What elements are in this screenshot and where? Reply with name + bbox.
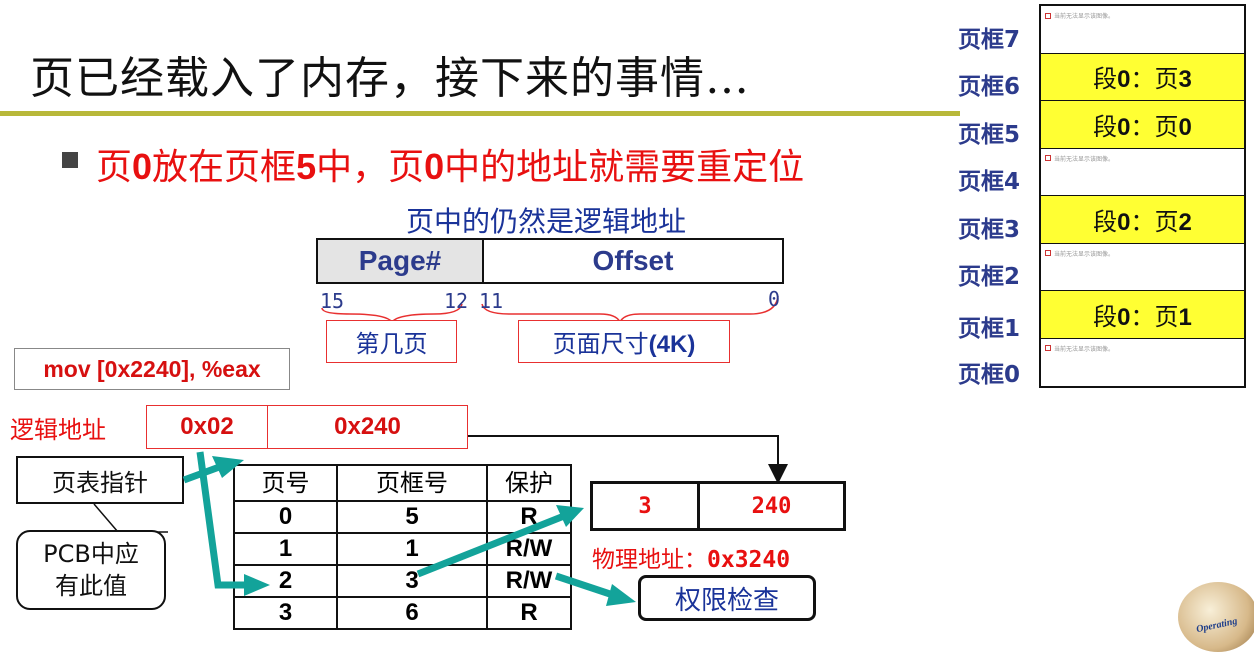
- pointer-to-table-arrowhead: [212, 456, 244, 478]
- frame-label-1: 页框1: [958, 316, 1021, 342]
- offset-to-physical-arrow: [468, 435, 788, 484]
- frame-label-7: 页框7: [958, 27, 1021, 53]
- bullet-square-icon: [62, 152, 78, 168]
- row3-frame: 6: [336, 596, 488, 630]
- page-to-row-arrow: [196, 451, 250, 589]
- physical-address-box: 3 240: [590, 481, 846, 531]
- frame-label-3: 页框3: [958, 217, 1021, 243]
- frame-2: 当前无法显示该图像。: [1041, 244, 1244, 291]
- broken-image-icon: 当前无法显示该图像。: [1045, 11, 1114, 20]
- header-frame-no: 页框号: [336, 464, 488, 502]
- frame-5-content: 段0：页0: [1093, 112, 1192, 141]
- protection-to-check-arrow: [554, 572, 618, 600]
- header-protection: 保护: [486, 464, 572, 502]
- frame-3: 段0：页2: [1041, 196, 1244, 244]
- broken-image-icon: 当前无法显示该图像。: [1045, 344, 1114, 353]
- offset-field: Offset: [592, 245, 674, 276]
- logical-address-label: 逻辑地址: [10, 416, 106, 444]
- frame-label-2: 页框2: [958, 264, 1021, 290]
- bullet-text: 页0放在页框5中，页0中的地址就需要重定位: [96, 146, 805, 188]
- frame-label-5: 页框5: [958, 122, 1021, 148]
- header-page-no: 页号: [233, 464, 338, 502]
- row1-frame: 1: [336, 532, 488, 566]
- frame-label-6: 页框6: [958, 74, 1021, 100]
- os-book-logo: Operating: [1178, 582, 1254, 652]
- broken-image-icon: 当前无法显示该图像。: [1045, 154, 1114, 163]
- memory-frames: 当前无法显示该图像。 段0：页3 段0：页0 当前无法显示该图像。 段0：页2 …: [1039, 4, 1246, 388]
- offset-bits-bracket: [481, 295, 779, 322]
- physical-offset-field: 240: [751, 493, 792, 519]
- frame-4: 当前无法显示该图像。: [1041, 149, 1244, 196]
- pcb-note-line2: 有此值: [55, 572, 127, 600]
- bit-brackets: [321, 295, 779, 322]
- frame-to-physical-arrowhead: [556, 505, 584, 527]
- table-row: 3 6 R: [233, 596, 572, 630]
- page-to-row-arrowhead: [244, 574, 270, 596]
- row2-protection: R/W: [486, 564, 572, 598]
- bit-label-0: 0: [768, 287, 781, 311]
- page-table-pointer: 页表指针: [16, 456, 184, 504]
- frame-1-content: 段0：页1: [1093, 302, 1192, 331]
- row1-page: 1: [233, 532, 338, 566]
- frame-7: 当前无法显示该图像。: [1041, 6, 1244, 54]
- page-size-label: 页面尺寸(4K): [552, 330, 696, 358]
- page-bits-bracket: [321, 303, 463, 322]
- bit-label-15: 15: [320, 289, 345, 313]
- frame-3-content: 段0：页2: [1093, 207, 1192, 236]
- title-underline: [0, 111, 960, 116]
- logical-page-field: 0x02: [147, 406, 268, 448]
- table-row: 1 1 R/W: [233, 532, 572, 566]
- page-number-field: Page#: [318, 240, 484, 282]
- row3-protection: R: [486, 596, 572, 630]
- row3-page: 3: [233, 596, 338, 630]
- slide-title: 页已经载入了内存，接下来的事情…: [30, 53, 750, 104]
- page-index-label: 第几页: [355, 330, 428, 358]
- broken-image-icon: 当前无法显示该图像。: [1045, 249, 1114, 258]
- physical-address-label: 物理地址：0x3240: [592, 547, 791, 573]
- frame-0: 当前无法显示该图像。: [1041, 339, 1244, 387]
- logical-address-caption: 页中的仍然是逻辑地址: [406, 205, 687, 238]
- page-size-label-box: 页面尺寸(4K): [518, 320, 730, 363]
- frame-6-content: 段0：页3: [1093, 65, 1192, 94]
- row0-frame: 5: [336, 500, 488, 534]
- frame-to-physical-arrow: [416, 512, 566, 578]
- physical-frame-field: 3: [593, 484, 700, 528]
- permission-check-box: 权限检查: [638, 575, 816, 621]
- frame-label-4: 页框4: [958, 169, 1021, 195]
- row0-page: 0: [233, 500, 338, 534]
- address-format-box: Page# Offset: [316, 238, 784, 284]
- flow-arrows: [182, 435, 788, 606]
- logical-address-box: 0x02 0x240: [146, 405, 468, 449]
- frame-5: 段0：页0: [1041, 101, 1244, 149]
- bit-label-11: 11: [479, 289, 504, 313]
- bit-label-12: 12: [444, 289, 469, 313]
- protection-to-check-arrowhead: [606, 584, 636, 606]
- logical-offset-field: 0x240: [334, 413, 401, 440]
- frame-1: 段0：页1: [1041, 291, 1244, 339]
- mov-instruction: mov [0x2240], %eax: [14, 348, 290, 390]
- row2-frame: 3: [336, 564, 488, 598]
- page-index-label-box: 第几页: [326, 320, 457, 363]
- pcb-note-line1: PCB中应: [43, 540, 139, 568]
- frame-label-0: 页框0: [958, 362, 1021, 388]
- frame-6: 段0：页3: [1041, 53, 1244, 101]
- page-table-header-row: 页号 页框号 保护: [233, 464, 572, 502]
- pcb-callout: PCB中应 有此值: [16, 530, 166, 610]
